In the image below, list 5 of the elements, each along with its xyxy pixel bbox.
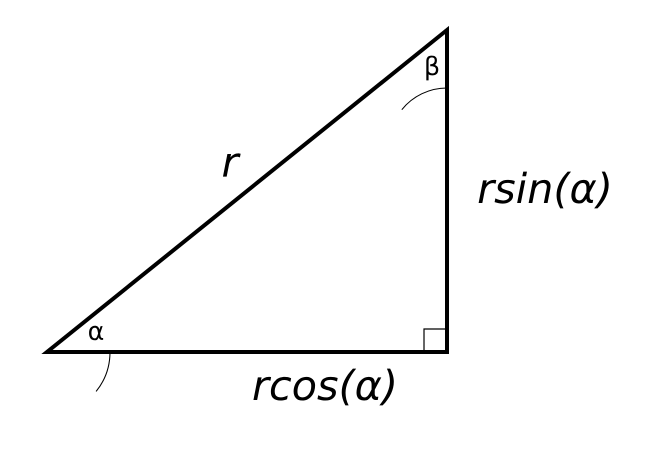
label: α (89, 326, 104, 340)
label: rsin(α) (478, 172, 609, 208)
label: β (426, 56, 438, 80)
label: rcos(α) (253, 368, 394, 406)
label: r (222, 153, 241, 177)
